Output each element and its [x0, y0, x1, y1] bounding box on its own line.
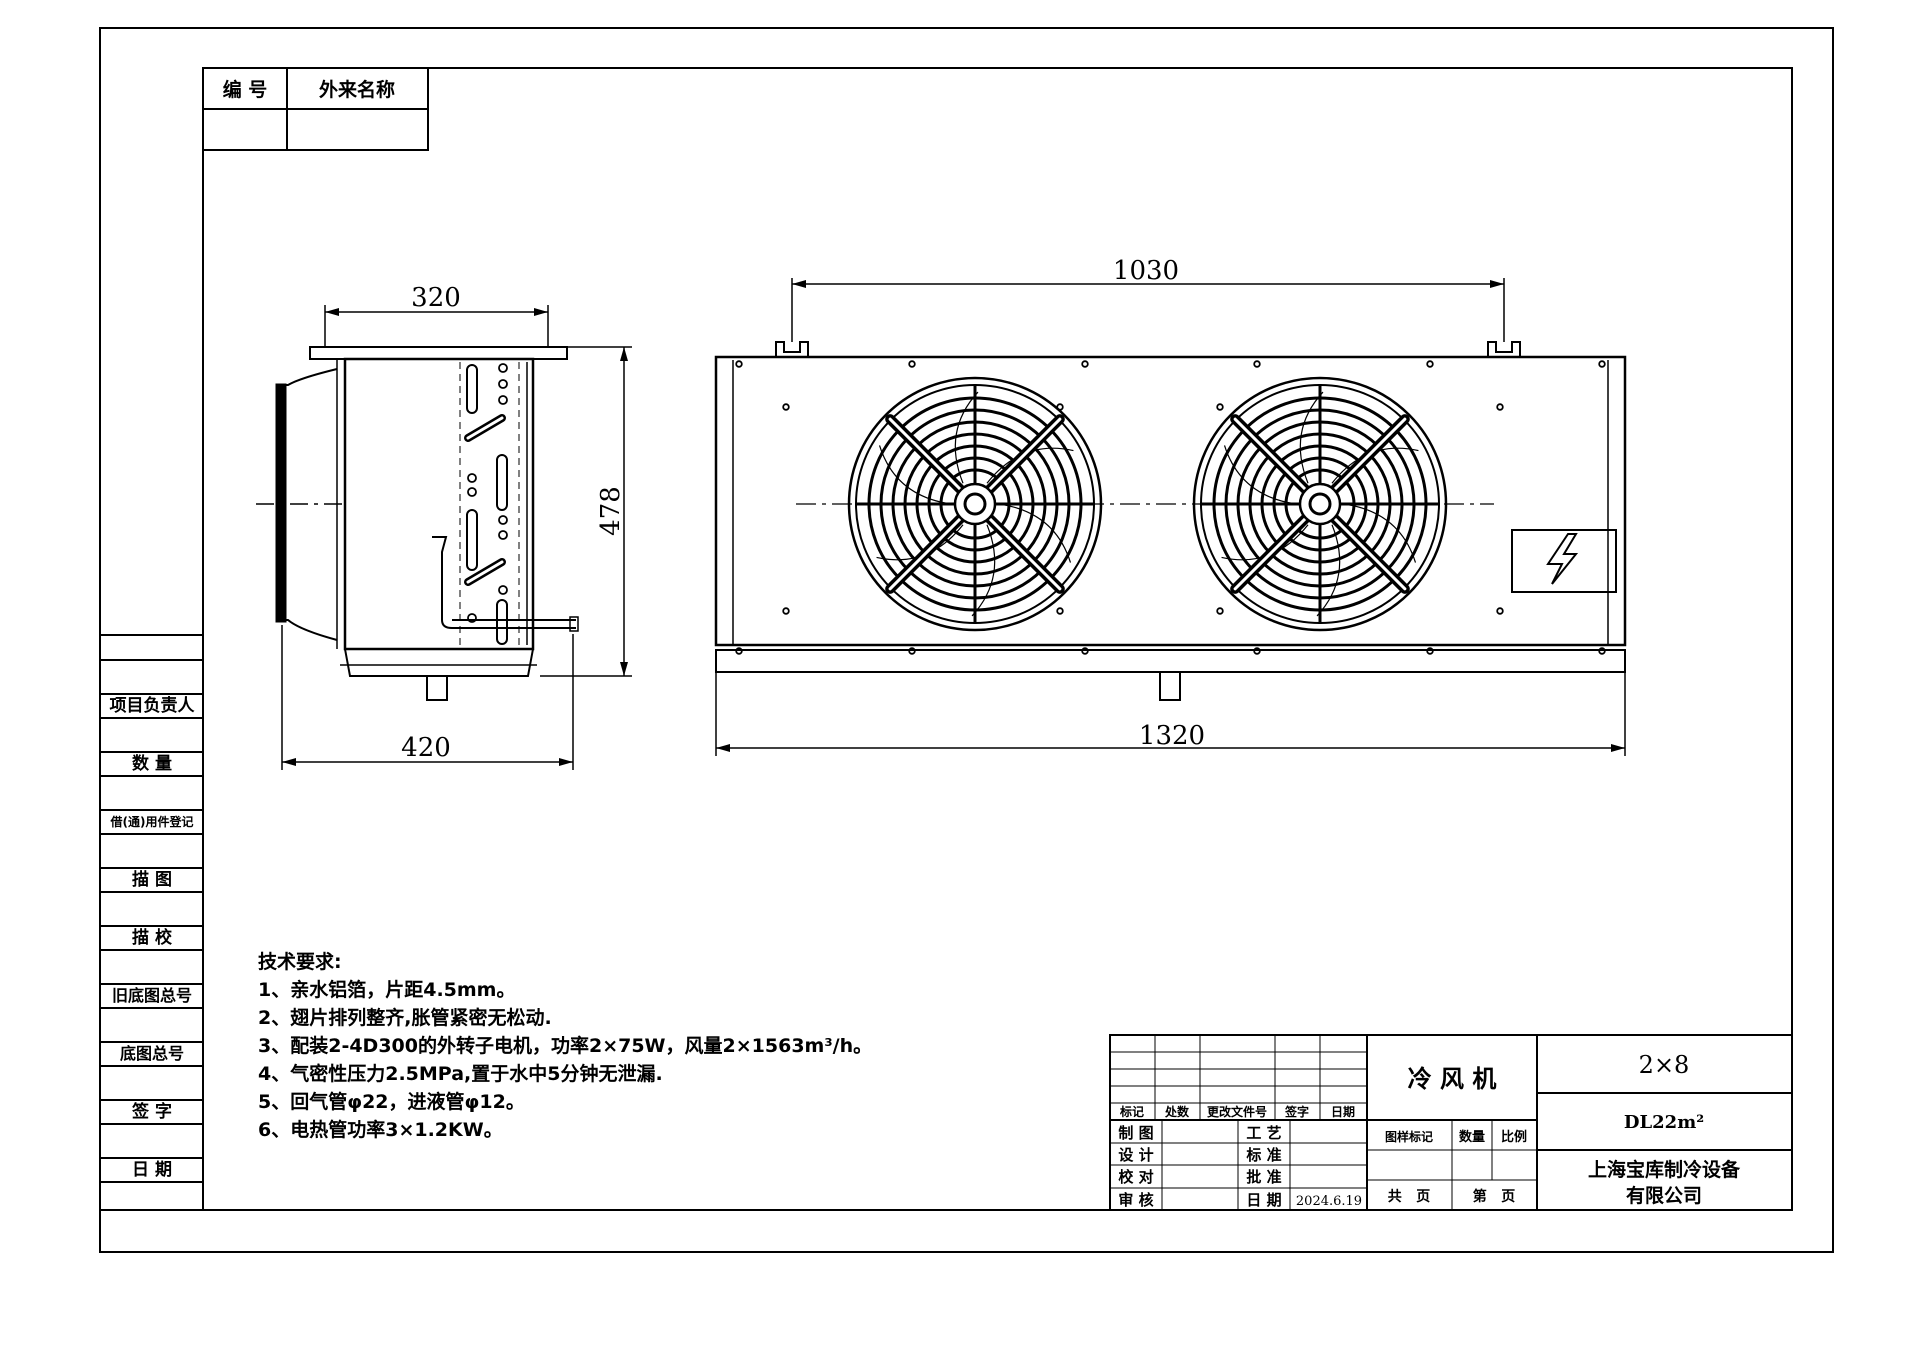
technical-requirements: 技术要求: 1、亲水铝箔，片距4.5mm。 2、翅片排列整齐,胀管紧密无松动. … — [258, 950, 872, 1141]
role-review: 审 核 — [1118, 1191, 1153, 1209]
quantity-label: 数量 — [1459, 1129, 1485, 1145]
dim-side-top-width: 320 — [411, 283, 461, 313]
fan-blade — [1223, 445, 1297, 505]
sample-mark-label: 图样标记 — [1385, 1129, 1433, 1144]
fan-blade — [954, 391, 979, 484]
role-drafting: 制 图 — [1118, 1124, 1153, 1142]
side-quantity: 数 量 — [132, 753, 172, 774]
role-process: 工 艺 — [1246, 1124, 1281, 1142]
fan-guard-left — [847, 376, 1103, 632]
side-trace-check: 描 校 — [132, 927, 173, 948]
fan-ring-outer — [847, 376, 1103, 632]
side-old-base-number: 旧底图总号 — [112, 986, 192, 1005]
fan-blade — [878, 445, 952, 505]
fan-ring-outer — [1192, 376, 1448, 632]
dim-side-height: 478 — [596, 486, 626, 536]
title-block: 标记 处数 更改文件号 签字 日期 制 图 设 计 校 对 审 核 工 艺 标 … — [1109, 1034, 1793, 1211]
rev-header-change-doc: 更改文件号 — [1207, 1104, 1267, 1119]
role-approve: 批 准 — [1246, 1168, 1281, 1186]
side-view — [256, 346, 579, 701]
role-standard: 标 准 — [1245, 1146, 1281, 1164]
header-table: 编 号 外来名称 — [202, 67, 429, 151]
sheet-number-label: 第 页 — [1473, 1188, 1516, 1205]
fan-blade — [998, 503, 1072, 563]
role-date: 日 期 — [1246, 1191, 1281, 1209]
side-signature: 签 字 — [131, 1101, 172, 1122]
header-col-foreign-name: 外来名称 — [319, 78, 395, 101]
company-name-line2: 有限公司 — [1626, 1184, 1702, 1207]
tech-req-item-3: 3、配装2-4D300的外转子电机，功率2×75W，风量2×1563m³/h。 — [258, 1034, 872, 1057]
fan-blade — [1343, 503, 1417, 563]
tech-req-item-6: 6、电热管功率3×1.2KW。 — [258, 1118, 503, 1141]
dim-front-top-span: 1030 — [1113, 256, 1179, 286]
dim-front-total-width: 1320 — [1139, 721, 1205, 751]
product-model: DL22m² — [1624, 1112, 1704, 1133]
rev-header-date: 日期 — [1331, 1104, 1355, 1119]
tech-req-title: 技术要求: — [258, 950, 342, 973]
rev-header-count: 处数 — [1164, 1104, 1190, 1119]
side-tracing: 描 图 — [132, 869, 172, 890]
fan-guard-right — [1192, 376, 1448, 632]
side-base-number: 底图总号 — [120, 1044, 184, 1063]
tech-req-item-4: 4、气密性压力2.5MPa,置于水中5分钟无泄漏. — [258, 1062, 663, 1085]
scale-label: 比例 — [1501, 1129, 1527, 1145]
front-view — [714, 341, 1627, 701]
fan-blade — [1316, 524, 1341, 617]
side-borrowed-parts: 借(通)用件登记 — [110, 814, 194, 829]
rev-header-mark: 标记 — [1119, 1104, 1144, 1119]
tech-req-item-5: 5、回气管φ22，进液管φ12。 — [258, 1090, 525, 1113]
side-project-lead: 项目负责人 — [110, 695, 196, 716]
product-spec: 2×8 — [1639, 1051, 1690, 1079]
lightning-bolt-icon — [1546, 533, 1579, 585]
role-design: 设 计 — [1118, 1146, 1153, 1164]
side-strip: 项目负责人 数 量 借(通)用件登记 描 图 描 校 旧底图总号 底图总号 签 … — [100, 634, 203, 1211]
product-name: 冷 风 机 — [1408, 1065, 1497, 1093]
fan-blade — [1299, 391, 1324, 484]
casing-bolts — [735, 360, 1606, 655]
company-name-line1: 上海宝库制冷设备 — [1588, 1158, 1741, 1181]
total-sheets-label: 共 页 — [1388, 1188, 1431, 1205]
rev-header-signature: 签字 — [1284, 1104, 1309, 1119]
fan-blade — [971, 524, 996, 617]
fan-hub-center — [1308, 492, 1332, 516]
tech-req-item-2: 2、翅片排列整齐,胀管紧密无松动. — [258, 1006, 552, 1029]
tech-req-item-1: 1、亲水铝箔，片距4.5mm。 — [258, 978, 515, 1001]
dimension-arrows — [282, 280, 1625, 766]
dimension-lines — [281, 278, 1626, 770]
side-date: 日 期 — [132, 1160, 172, 1180]
header-col-number: 编 号 — [223, 78, 268, 101]
fan-hub-center — [963, 492, 987, 516]
role-check: 校 对 — [1118, 1168, 1153, 1186]
drawing-date: 2024.6.19 — [1296, 1194, 1362, 1209]
dim-side-bottom-width: 420 — [401, 733, 451, 763]
drawing-frame — [99, 27, 1834, 1253]
